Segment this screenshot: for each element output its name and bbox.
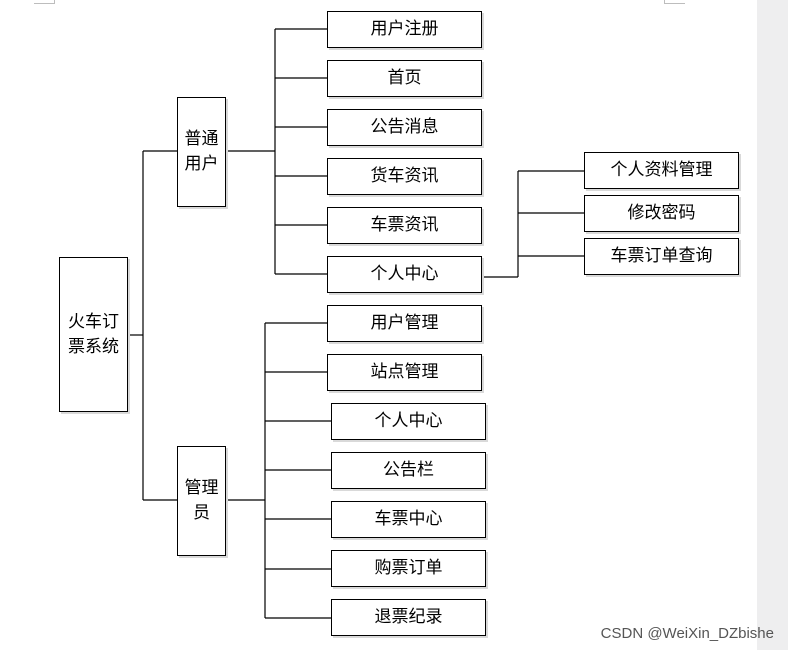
branch-label: 管理员 (184, 478, 219, 523)
crop-mark-top-right (664, 0, 685, 4)
leaf-label: 公告消息 (370, 117, 439, 137)
root-label: 火车订票系统 (68, 311, 119, 357)
branch-label: 普通用户 (184, 129, 219, 174)
root-node: 火车订票系统 (59, 257, 128, 412)
leaf-node: 用户注册 (327, 11, 482, 48)
leaf-label: 购票订单 (374, 558, 443, 578)
sub-leaf-label: 修改密码 (627, 203, 696, 223)
leaf-label: 站点管理 (370, 362, 439, 382)
leaf-label: 首页 (387, 68, 422, 88)
leaf-node: 车票中心 (331, 501, 486, 538)
leaf-node: 车票资讯 (327, 207, 482, 244)
sub-leaf-node: 车票订单查询 (584, 238, 739, 275)
leaf-node: 站点管理 (327, 354, 482, 391)
branch-node-admin: 管理员 (177, 446, 226, 556)
crop-mark-top-left (34, 0, 55, 4)
leaf-node: 首页 (327, 60, 482, 97)
sub-leaf-label: 个人资料管理 (610, 160, 713, 180)
leaf-label: 货车资讯 (370, 166, 439, 186)
leaf-label: 用户管理 (370, 313, 439, 333)
leaf-label: 个人中心 (374, 411, 443, 431)
leaf-node: 用户管理 (327, 305, 482, 342)
sub-leaf-node: 个人资料管理 (584, 152, 739, 189)
leaf-label: 车票资讯 (370, 215, 439, 235)
sub-leaf-node: 修改密码 (584, 195, 739, 232)
branch-node-regular-user: 普通用户 (177, 97, 226, 207)
leaf-label: 用户注册 (370, 19, 439, 39)
page-margin-strip (757, 0, 788, 650)
leaf-node: 个人中心 (327, 256, 482, 293)
leaf-node: 公告消息 (327, 109, 482, 146)
leaf-node: 个人中心 (331, 403, 486, 440)
leaf-label: 退票纪录 (374, 607, 443, 627)
leaf-node: 购票订单 (331, 550, 486, 587)
watermark-text: CSDN @WeiXin_DZbishe (600, 625, 774, 642)
leaf-node: 货车资讯 (327, 158, 482, 195)
leaf-node: 退票纪录 (331, 599, 486, 636)
leaf-label: 个人中心 (370, 264, 439, 284)
leaf-label: 公告栏 (383, 460, 434, 480)
sub-leaf-label: 车票订单查询 (610, 246, 713, 266)
leaf-node: 公告栏 (331, 452, 486, 489)
leaf-label: 车票中心 (374, 509, 443, 529)
